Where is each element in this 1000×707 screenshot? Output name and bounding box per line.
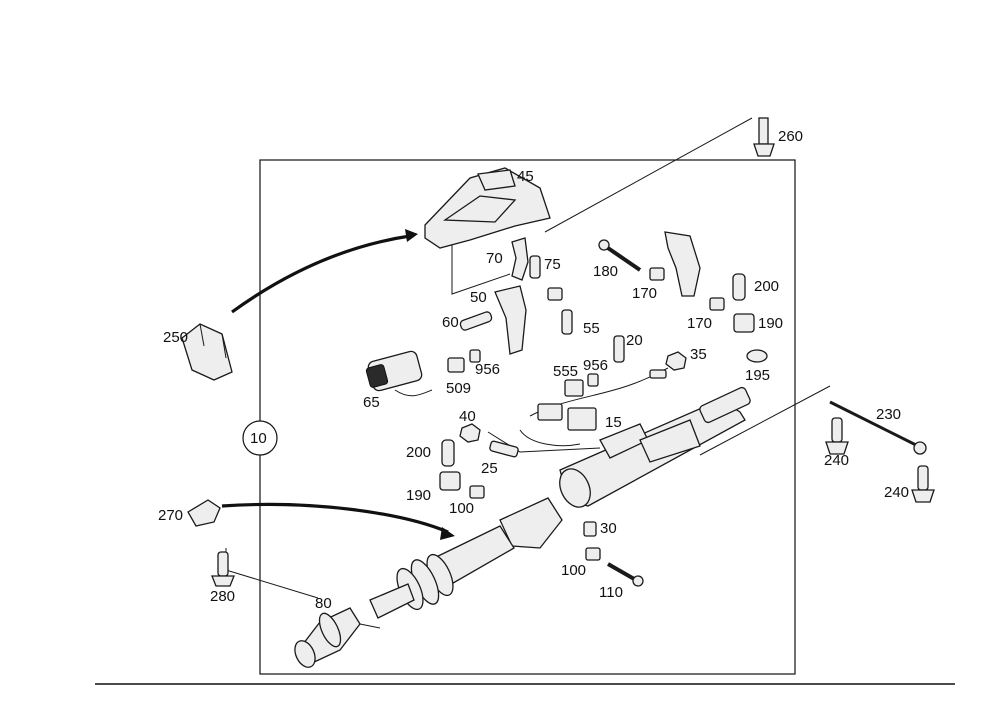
part-steering-column-assembly[interactable] — [554, 386, 752, 512]
callout-labels: 260 45 70 75 180 170 200 50 170 190 60 5… — [158, 128, 909, 612]
part-240-bolt-left[interactable] — [825, 417, 849, 455]
assembly-frame — [259, 159, 796, 675]
part-15-wiring-harness[interactable] — [519, 367, 669, 447]
pointer-arrows — [221, 229, 455, 540]
callout-100-upper[interactable]: 100 — [449, 500, 474, 517]
callout-190-lower[interactable]: 190 — [406, 487, 431, 504]
part-270-clip[interactable] — [187, 499, 221, 527]
callout-280[interactable]: 280 — [210, 588, 235, 605]
part-40-nut[interactable] — [459, 423, 481, 443]
part-10-circle-marker — [242, 420, 278, 456]
part-25-bolt[interactable] — [489, 440, 519, 458]
part-260-bolt[interactable] — [753, 117, 775, 157]
callout-25[interactable]: 25 — [481, 460, 498, 477]
part-75-screw[interactable] — [529, 255, 541, 279]
callout-30[interactable]: 30 — [600, 520, 617, 537]
callout-240-left[interactable]: 240 — [824, 452, 849, 469]
callout-956-left[interactable]: 956 — [475, 361, 500, 378]
part-adjuster-lever[interactable] — [664, 231, 701, 297]
part-190-clamp-lower[interactable] — [439, 471, 461, 491]
part-110-bolt[interactable] — [607, 562, 644, 587]
callout-195[interactable]: 195 — [745, 367, 770, 384]
part-100-nut-upper[interactable] — [469, 485, 485, 499]
part-100-nut-lower[interactable] — [585, 547, 601, 561]
callout-180[interactable]: 180 — [593, 263, 618, 280]
callout-70[interactable]: 70 — [486, 250, 503, 267]
callout-45[interactable]: 45 — [517, 168, 534, 185]
part-200-screw-upper[interactable] — [732, 273, 746, 301]
callout-956-right[interactable]: 956 — [583, 357, 608, 374]
callout-260[interactable]: 260 — [778, 128, 803, 145]
callout-50[interactable]: 50 — [470, 289, 487, 306]
callout-200-lower[interactable]: 200 — [406, 444, 431, 461]
part-20-screw[interactable] — [613, 335, 625, 363]
part-170-nut-upper[interactable] — [649, 267, 665, 281]
callout-15[interactable]: 15 — [605, 414, 622, 431]
part-956-fastener-right[interactable] — [587, 373, 599, 387]
callout-110[interactable]: 110 — [599, 584, 623, 601]
part-280-bolt[interactable] — [211, 551, 235, 587]
callout-190-upper[interactable]: 190 — [758, 315, 783, 332]
part-509-connector[interactable] — [447, 357, 465, 373]
callout-80[interactable]: 80 — [315, 595, 332, 612]
callout-65[interactable]: 65 — [363, 394, 380, 411]
callout-230[interactable]: 230 — [876, 406, 901, 423]
callout-250[interactable]: 250 — [163, 329, 188, 346]
part-30-bolt[interactable] — [583, 521, 597, 537]
callout-240-right[interactable]: 240 — [884, 484, 909, 501]
part-60-sleeve[interactable] — [459, 311, 493, 331]
callout-35[interactable]: 35 — [690, 346, 707, 363]
callout-270[interactable]: 270 — [158, 507, 183, 524]
callout-170-upper[interactable]: 170 — [632, 285, 657, 302]
part-nut-small[interactable] — [547, 287, 563, 301]
part-240-bolt-right[interactable] — [911, 465, 935, 503]
part-35-nut[interactable] — [665, 351, 687, 371]
callout-60[interactable]: 60 — [442, 314, 459, 331]
part-250-cover[interactable] — [181, 323, 233, 381]
callout-170-lower[interactable]: 170 — [687, 315, 712, 332]
part-956-fastener-left[interactable] — [469, 349, 481, 363]
part-200-screw-lower[interactable] — [441, 439, 455, 467]
part-65-motor[interactable] — [365, 350, 433, 397]
part-45-bracket[interactable] — [424, 167, 551, 249]
part-70-clip[interactable] — [511, 237, 529, 281]
part-190-clamp-upper[interactable] — [733, 313, 755, 333]
part-50-bracket-arm[interactable] — [494, 285, 527, 355]
callout-100-lower[interactable]: 100 — [561, 562, 586, 579]
part-230-strap[interactable] — [829, 400, 927, 455]
part-180-bolt[interactable] — [598, 239, 642, 272]
part-555-connector[interactable] — [564, 379, 584, 397]
part-universal-joint-shaft[interactable] — [369, 497, 563, 619]
part-55-screw[interactable] — [561, 309, 573, 335]
callout-55[interactable]: 55 — [583, 320, 600, 337]
callout-555[interactable]: 555 — [553, 363, 578, 380]
part-80-boot[interactable] — [291, 607, 361, 670]
callout-20[interactable]: 20 — [626, 332, 643, 349]
callout-40[interactable]: 40 — [459, 408, 476, 425]
callout-75[interactable]: 75 — [544, 256, 561, 273]
part-170-nut-lower[interactable] — [709, 297, 725, 311]
part-195-washer[interactable] — [746, 349, 768, 363]
callout-509[interactable]: 509 — [446, 380, 471, 397]
callout-10[interactable]: 10 — [250, 430, 267, 447]
callout-200-upper[interactable]: 200 — [754, 278, 779, 295]
